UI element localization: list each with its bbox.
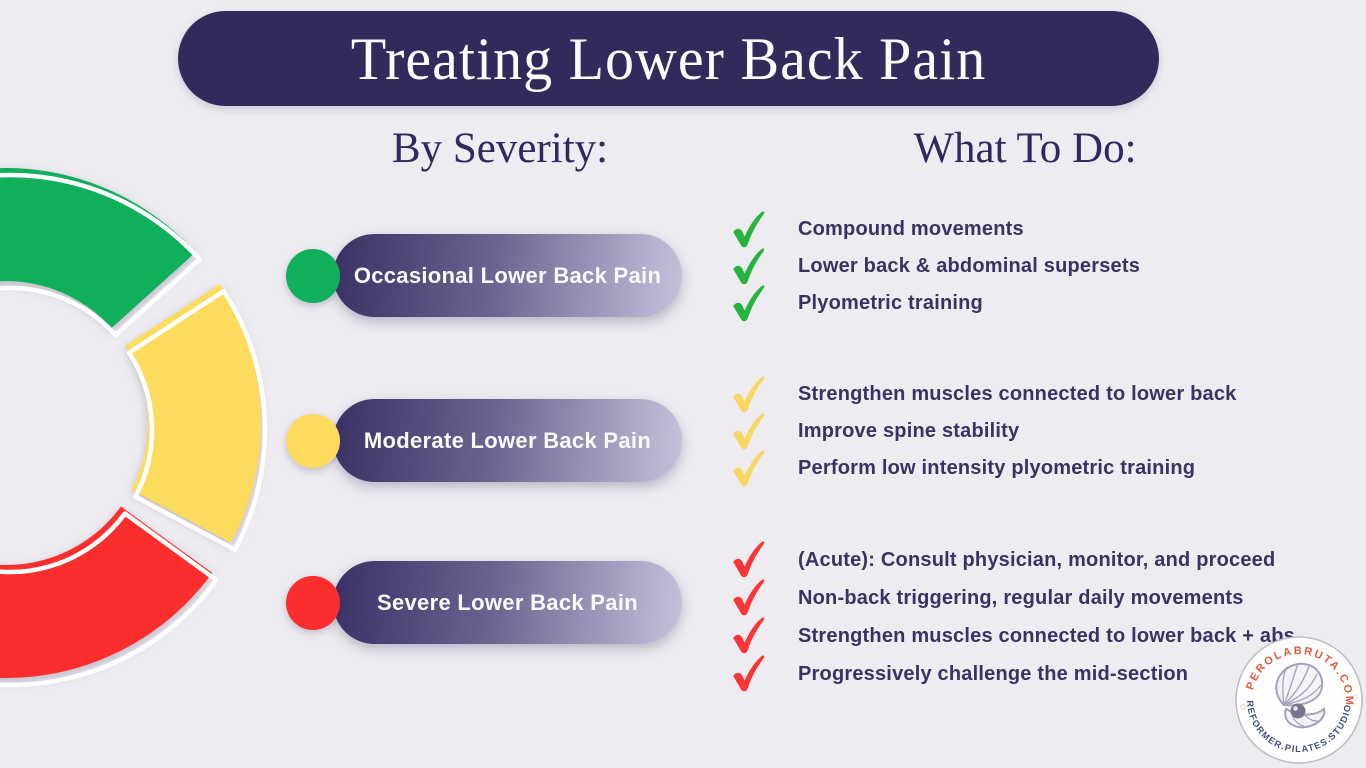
occasional-dot-icon xyxy=(286,249,340,303)
stamp-dot-right xyxy=(1352,694,1358,700)
todo-group-occasional: Compound movements Lower back & abdomina… xyxy=(730,210,1141,322)
list-item: Improve spine stability xyxy=(730,412,1237,450)
todo-text: Perform low intensity plyometric trainin… xyxy=(798,457,1196,479)
stamp-dot-left xyxy=(1240,704,1246,710)
todo-text: Strengthen muscles connected to lower ba… xyxy=(798,383,1237,405)
todo-text: Strengthen muscles connected to lower ba… xyxy=(798,624,1295,647)
todo-text: Improve spine stability xyxy=(798,420,1020,442)
list-item: Progressively challenge the mid-section xyxy=(730,655,1295,693)
logo-stamp: PEROLABRUTA.COM REFORMER.PILATES.STUDIO xyxy=(1235,636,1364,764)
donut-segment-severe xyxy=(0,506,219,688)
list-item: Strengthen muscles connected to lower ba… xyxy=(730,617,1295,655)
check-icon xyxy=(733,617,765,654)
todo-text: Compound movements xyxy=(798,218,1024,240)
todo-text: (Acute): Consult physician, monitor, and… xyxy=(798,548,1276,571)
pill-label: Moderate Lower Back Pain xyxy=(363,427,652,453)
what-to-do-header: What To Do: xyxy=(913,125,1137,172)
moderate-dot-icon xyxy=(286,414,340,468)
list-item: Plyometric training xyxy=(730,284,1140,322)
page-title: Treating Lower Back Pain xyxy=(350,24,987,93)
todo-text: Non-back triggering, regular daily movem… xyxy=(798,586,1244,609)
list-item: (Acute): Consult physician, monitor, and… xyxy=(730,541,1295,579)
list-item: Lower back & abdominal supersets xyxy=(730,247,1141,285)
severity-pill-moderate: Moderate Lower Back Pain xyxy=(333,399,682,482)
todo-text: Plyometric training xyxy=(798,292,983,314)
check-icon xyxy=(733,541,765,578)
todo-text: Lower back & abdominal supersets xyxy=(798,255,1141,277)
list-item: Non-back triggering, regular daily movem… xyxy=(730,579,1295,617)
severe-dot-icon xyxy=(286,576,340,630)
title-banner: Treating Lower Back Pain xyxy=(178,11,1159,106)
severity-donut-chart xyxy=(0,168,268,688)
list-item: Strengthen muscles connected to lower ba… xyxy=(730,375,1237,413)
donut-segment-occasional xyxy=(0,168,202,338)
check-icon xyxy=(733,284,765,321)
by-severity-header: By Severity: xyxy=(391,125,609,172)
pill-label: Severe Lower Back Pain xyxy=(377,589,638,615)
severity-pill-occasional: Occasional Lower Back Pain xyxy=(333,234,682,317)
todo-text: Progressively challenge the mid-section xyxy=(798,662,1189,685)
check-icon xyxy=(733,655,765,692)
pearl-shell-icon xyxy=(1275,662,1326,729)
donut-segment-moderate xyxy=(125,284,268,552)
check-icon xyxy=(733,247,765,284)
check-icon xyxy=(733,449,765,486)
check-icon xyxy=(733,412,765,449)
list-item: Perform low intensity plyometric trainin… xyxy=(730,449,1237,487)
todo-group-severe: (Acute): Consult physician, monitor, and… xyxy=(730,541,1295,693)
list-item: Compound movements xyxy=(730,210,1140,248)
severity-pill-severe: Severe Lower Back Pain xyxy=(333,561,682,644)
check-icon xyxy=(733,579,765,616)
check-icon xyxy=(733,375,765,412)
check-icon xyxy=(733,210,765,247)
pill-label: Occasional Lower Back Pain xyxy=(353,262,662,288)
todo-group-moderate: Strengthen muscles connected to lower ba… xyxy=(730,375,1237,487)
